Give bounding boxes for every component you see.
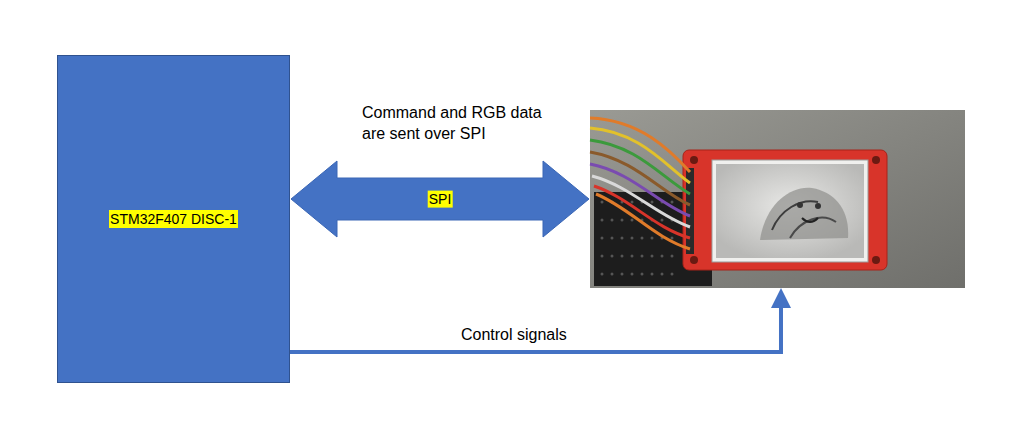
tft-display xyxy=(590,110,965,288)
screen-image xyxy=(760,188,848,240)
signal-arrow xyxy=(290,288,791,352)
signal-name: Control signals xyxy=(458,325,570,344)
jumper-wires xyxy=(590,118,690,249)
microcontroller-board: STM32F407 DISC-1 xyxy=(57,55,290,383)
arrow-head xyxy=(771,288,791,308)
bus-arrow xyxy=(291,161,589,237)
board-name: STM32F407 DISC-1 xyxy=(109,210,238,229)
bus-name: SPI xyxy=(428,191,453,208)
display-screen xyxy=(716,164,864,258)
note-text: Command and RGB data are sent over SPI xyxy=(362,103,552,145)
mounting-holes xyxy=(690,156,880,264)
bus-arrow-shape xyxy=(291,161,589,237)
photo-ground xyxy=(590,110,965,288)
display-bezel xyxy=(712,160,868,262)
signal-line xyxy=(290,308,781,352)
display-pcb xyxy=(683,150,887,270)
